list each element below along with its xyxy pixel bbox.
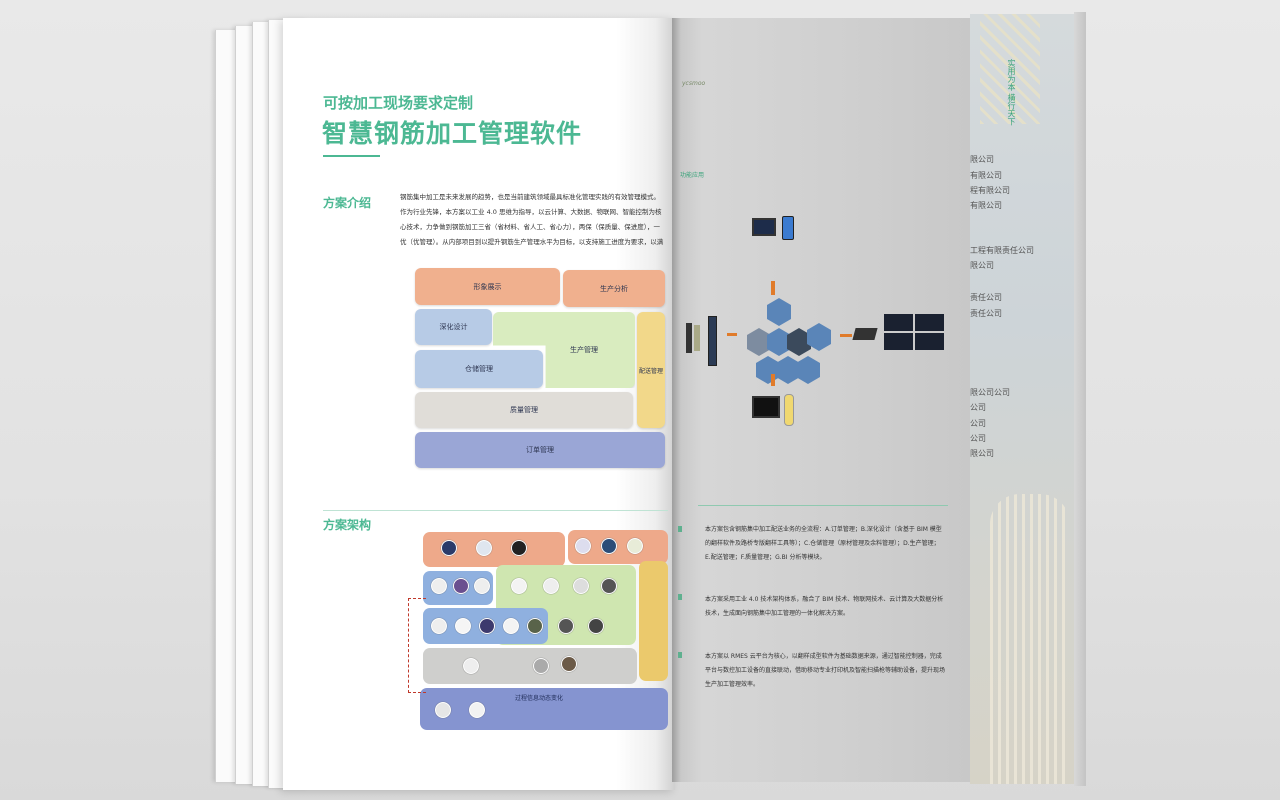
company-item: 公司 xyxy=(970,419,986,428)
right-page: ycsmoo 功能应用 本方案包含钢筋集中加工配送业务的全流程：A.订单管理；B… xyxy=(672,18,972,782)
company-item: 程有限公司 xyxy=(970,186,1010,195)
machine-screens xyxy=(884,314,944,350)
arch-dashed-connector xyxy=(408,598,426,693)
arch-node xyxy=(469,702,485,718)
arch-node xyxy=(511,540,527,556)
printer-icon xyxy=(694,325,700,351)
company-item: 责任公司 xyxy=(970,293,1002,302)
phone-icon xyxy=(782,216,794,240)
arch-node xyxy=(533,658,549,674)
arch-node xyxy=(435,702,451,718)
arch-row-order xyxy=(420,688,668,730)
company-item: 公司 xyxy=(970,434,986,443)
controller-icon xyxy=(852,328,878,340)
divider xyxy=(698,505,948,506)
arch-node xyxy=(575,538,591,554)
arch-node xyxy=(441,540,457,556)
company-item: 限公司 xyxy=(970,449,994,458)
kiosk-icon xyxy=(708,316,717,366)
intro-text: 钢筋集中加工是未来发展的趋势，也是当前建筑领域最具标准化管理实践的有效管理模式。… xyxy=(400,193,664,246)
arch-node xyxy=(431,618,447,634)
arch-node xyxy=(627,538,643,554)
monitor-icon xyxy=(752,218,776,236)
module-detail-design: 深化设计 xyxy=(415,309,492,345)
arch-node xyxy=(543,578,559,594)
arch-node xyxy=(503,618,519,634)
company-item: 限公司 xyxy=(970,155,994,164)
page-title: 智慧钢筋加工管理软件 xyxy=(322,119,583,148)
company-item: 责任公司 xyxy=(970,309,1002,318)
arch-node xyxy=(453,578,469,594)
subtitle: 可按加工现场要求定制 xyxy=(323,94,474,112)
arch-node xyxy=(431,578,447,594)
arrow-icon xyxy=(840,334,852,337)
arch-row-delivery xyxy=(639,561,668,681)
arch-node xyxy=(463,658,479,674)
hex-module xyxy=(767,298,791,326)
arrow-icon xyxy=(727,333,737,336)
arch-node xyxy=(511,578,527,594)
arch-process-label: 过程信息动态变化 xyxy=(515,695,564,702)
back-cover-edge xyxy=(1074,12,1086,786)
arch-node xyxy=(601,578,617,594)
hex-module xyxy=(796,356,820,384)
arch-node xyxy=(588,618,604,634)
feature-paragraph: 本方案采用工业 4.0 技术架构体系，融合了 BIM 技术、物联网技术、云计算及… xyxy=(705,596,944,617)
arch-node xyxy=(601,538,617,554)
company-item: 有限公司 xyxy=(970,201,1002,210)
company-item: 工程有限责任公司 xyxy=(970,246,1034,255)
worker-icon xyxy=(784,394,794,426)
slogan: 实用为本 横行天下 xyxy=(1007,59,1016,126)
module-image-display: 形象展示 xyxy=(415,268,560,305)
company-item: 有限公司 xyxy=(970,171,1002,180)
bullet-marker xyxy=(678,526,682,532)
left-page: 可按加工现场要求定制 智慧钢筋加工管理软件 方案介绍 钢筋集中加工是未来发展的趋… xyxy=(283,18,675,790)
company-item: 限公司 xyxy=(970,261,994,270)
arch-node xyxy=(558,618,574,634)
module-production-analysis: 生产分析 xyxy=(563,270,665,307)
tower-image xyxy=(990,494,1070,784)
module-delivery-management: 配送管理 xyxy=(637,312,665,428)
crane-image xyxy=(980,14,1040,124)
module-warehouse-management: 仓储管理 xyxy=(415,350,543,388)
bullet-marker xyxy=(678,594,682,600)
feature-paragraph: 本方案以 RMES 云平台为核心，以翻样成型软件为基础数据来源，通过智能控制器，… xyxy=(705,653,946,688)
arrow-icon xyxy=(771,374,775,386)
arch-node xyxy=(527,618,543,634)
section-label: 功能应用 xyxy=(680,172,705,179)
bullet-marker xyxy=(678,652,682,658)
divider xyxy=(323,510,668,511)
title-underline xyxy=(323,155,380,157)
back-page-strip: 实用为本 横行天下 限公司 有限公司 程有限公司 有限公司 工程有限责任公司 限… xyxy=(970,14,1076,784)
module-quality-management: 质量管理 xyxy=(415,392,633,428)
arch-node xyxy=(561,656,577,672)
arrow-icon xyxy=(771,281,775,295)
arch-node xyxy=(455,618,471,634)
intro-heading: 方案介绍 xyxy=(323,196,372,210)
arch-node xyxy=(573,578,589,594)
feature-paragraph: 本方案包含钢筋集中加工配送业务的全流程：A.订单管理；B.深化设计（含基于 BI… xyxy=(705,526,942,561)
arch-row-quality xyxy=(423,648,637,684)
arch-heading: 方案架构 xyxy=(323,518,372,532)
workstation-icon xyxy=(752,396,780,418)
arch-node xyxy=(474,578,490,594)
company-item: 公司 xyxy=(970,403,986,412)
module-order-management: 订单管理 xyxy=(415,432,665,468)
scanner-icon xyxy=(686,323,692,353)
module-label: 生产管理 xyxy=(570,346,598,354)
arch-node xyxy=(476,540,492,556)
brand-logo: ycsmoo xyxy=(682,80,706,87)
arch-node xyxy=(479,618,495,634)
company-item: 限公司公司 xyxy=(970,388,1010,397)
